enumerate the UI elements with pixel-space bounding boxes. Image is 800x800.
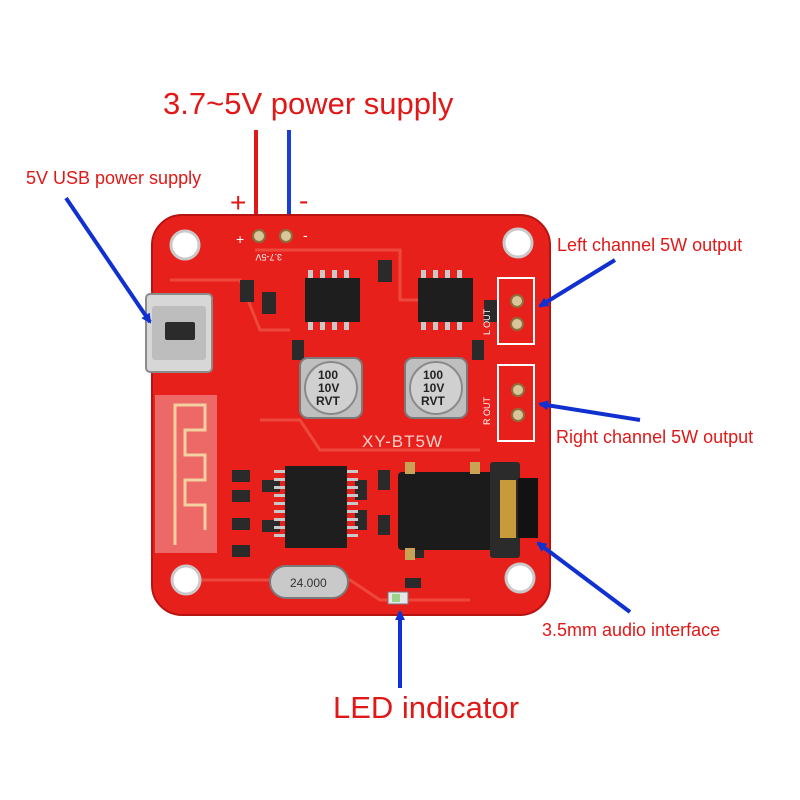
crystal-oscillator [269,565,349,599]
right-output-label: Right channel 5W output [556,427,754,447]
cap-right-line2: 10V [423,381,444,395]
audio-jack [398,462,538,560]
mounting-holes [169,227,536,596]
l-out-silk: L OUT [482,308,492,335]
r-out-silk: R OUT [482,397,492,426]
capacitor-right [404,357,468,419]
cap-right-line1: 100 [423,368,443,382]
left-output-label: Left channel 5W output [557,235,743,255]
capacitor-left [299,357,363,419]
arrow-usb [64,196,152,324]
arrow-left-out [538,258,617,308]
cap-right-line3: RVT [421,394,445,408]
bluetooth-antenna [155,395,217,553]
amp-chip-left [305,270,360,330]
board-name-silk: XY-BT5W [362,432,443,451]
cap-left-line2: 10V [318,381,339,395]
minus-label: - [299,185,309,216]
audio-interface-label: 3.5mm audio interface [542,620,721,640]
crystal-silk: 24.000 [290,576,327,590]
pad-plus-silk: + [236,231,244,247]
power-pads [252,229,293,243]
usb-power-label: 5V USB power supply [26,168,202,188]
cap-left-line1: 100 [318,368,338,382]
left-output-terminal [497,277,535,345]
plus-label: + [230,187,247,218]
arrow-audio [536,541,632,614]
cap-left-line3: RVT [316,394,340,408]
bluetooth-chip [274,466,358,548]
power-supply-label: 3.7~5V power supply [163,86,454,121]
right-output-terminal [497,364,535,442]
amp-chip-right [418,270,473,330]
power-pins-silk: 3.7-5V [255,252,282,262]
arrow-right-out [538,400,641,422]
pad-minus-silk: - [303,227,308,243]
led [387,591,409,605]
micro-usb-port [145,293,213,373]
led-indicator-label: LED indicator [333,690,520,725]
